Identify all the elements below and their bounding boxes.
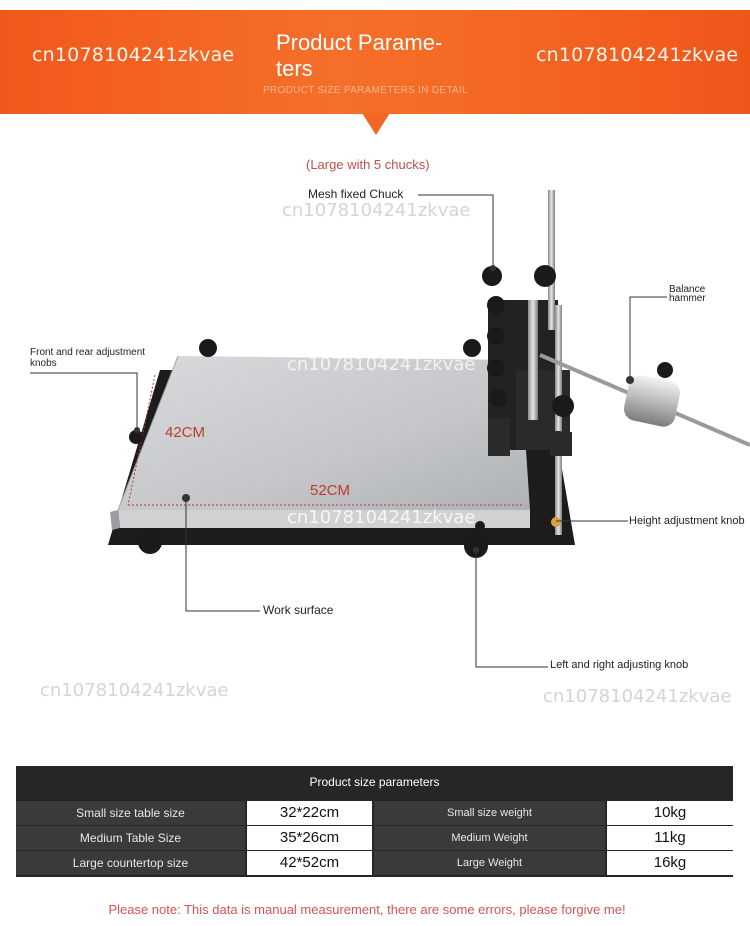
- banner-watermark-left: cn1078104241zkvae: [32, 44, 235, 66]
- leader-lines: [30, 194, 667, 668]
- weight-label: Medium Weight: [374, 826, 605, 850]
- hinge-assembly: [482, 190, 574, 535]
- size-value: 32*22cm: [247, 801, 372, 825]
- measurement-note: Please note: This data is manual measure…: [108, 902, 626, 917]
- page-subtitle: PRODUCT SIZE PARAMETERS IN DETAIL: [263, 85, 468, 96]
- label-balance-hammer-1: Balance: [669, 284, 706, 295]
- table-header: Product size parameters: [309, 775, 440, 789]
- size-parameters-table: Product size parameters Small size table…: [16, 766, 733, 877]
- weight-value: 16kg: [607, 851, 733, 875]
- label-mesh-chuck: Mesh fixed Chuck: [308, 187, 404, 201]
- size-value: 35*26cm: [247, 826, 372, 850]
- weight-label: Small size weight: [374, 801, 605, 825]
- watermark: cn1078104241zkvae: [282, 200, 471, 221]
- table-row: Medium Table Size 35*26cm Medium Weight …: [16, 826, 733, 850]
- watermark: cn1078104241zkvae: [287, 507, 476, 528]
- screen-printer-illustration: [30, 190, 750, 668]
- model-caption: (Large with 5 chucks): [306, 157, 430, 172]
- header-banner: cn1078104241zkvae cn1078104241zkvae Prod…: [0, 0, 750, 135]
- table-row: Large countertop size 42*52cm Large Weig…: [16, 851, 733, 875]
- watermark: cn1078104241zkvae: [287, 354, 476, 375]
- label-balance-hammer-2: hammer: [669, 293, 706, 304]
- size-label: Medium Table Size: [16, 826, 245, 850]
- watermark: cn1078104241zkvae: [40, 680, 229, 701]
- banner-notch: [362, 113, 390, 135]
- weight-value: 11kg: [607, 826, 733, 850]
- size-label: Large countertop size: [16, 851, 245, 875]
- balance-hammer: [539, 353, 750, 447]
- size-label: Small size table size: [16, 801, 245, 825]
- label-work-surface: Work surface: [263, 603, 334, 617]
- work-plate: [110, 355, 530, 530]
- weight-label: Large Weight: [374, 851, 605, 875]
- top-border: [0, 0, 750, 10]
- banner-watermark-right: cn1078104241zkvae: [536, 44, 739, 66]
- weight-value: 10kg: [607, 801, 733, 825]
- dimension-length: 52CM: [310, 482, 351, 499]
- adjustment-knobs: [129, 339, 561, 558]
- dimension-width: 42CM: [165, 424, 206, 441]
- watermark: cn1078104241zkvae: [543, 686, 732, 707]
- leader-dots: [134, 265, 634, 553]
- label-left-right-knob: Left and right adjusting knob: [550, 659, 689, 671]
- page-title: Product Parame-ters: [276, 30, 443, 81]
- dimension-lines: [127, 374, 522, 506]
- label-height-knob: Height adjustment knob: [629, 515, 745, 527]
- table-row: Small size table size 32*22cm Small size…: [16, 801, 733, 825]
- label-front-rear-knobs-1: Front and rear adjustment: [30, 347, 146, 358]
- label-front-rear-knobs-2: knobs: [30, 358, 57, 369]
- size-value: 42*52cm: [247, 851, 372, 875]
